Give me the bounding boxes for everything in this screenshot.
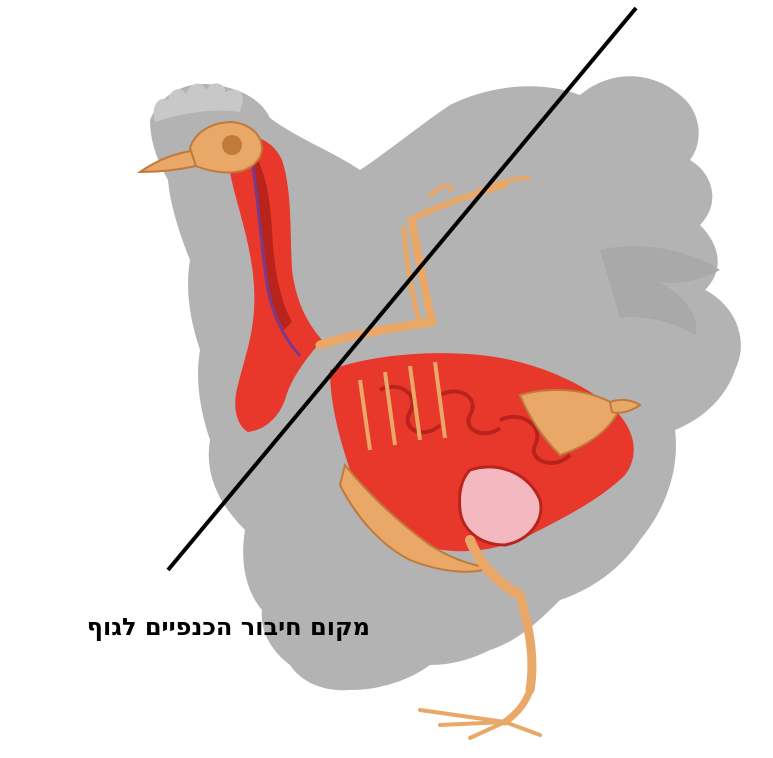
tarsus: [505, 690, 530, 722]
caption-text: מקום חיבור הכנפיים לגוף: [0, 612, 370, 642]
toes: [420, 710, 540, 738]
eye-socket: [222, 135, 242, 155]
